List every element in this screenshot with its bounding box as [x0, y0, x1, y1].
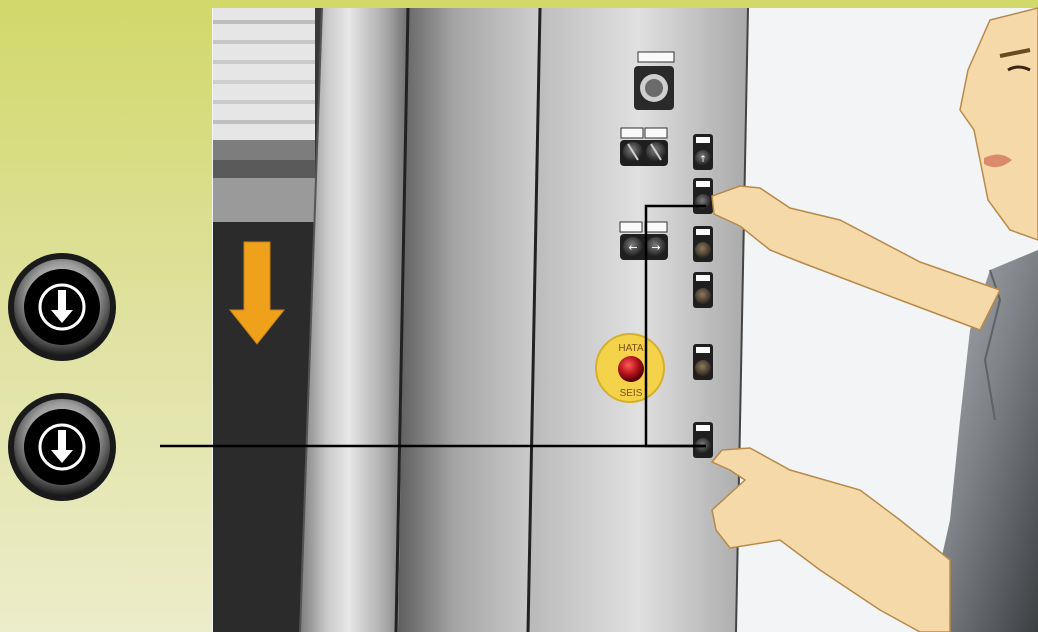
down-arrow-icon — [7, 392, 117, 502]
emergency-stop-label-bottom: SEIS — [620, 388, 643, 399]
svg-text:→: → — [651, 241, 660, 254]
emergency-stop-label-top: HATA — [618, 343, 644, 354]
emergency-stop-button: HATA SEIS — [596, 334, 664, 402]
svg-text:↑: ↑ — [699, 155, 707, 165]
control-panel-illustration: ← → ↑ — [160, 8, 1038, 632]
down-arrow-button-bottom[interactable] — [7, 392, 117, 502]
louver-vent — [213, 8, 315, 178]
down-arrow-icon — [7, 252, 117, 362]
down-arrow-button-top[interactable] — [7, 252, 117, 362]
svg-text:←: ← — [628, 241, 637, 254]
key-switch-icon — [634, 52, 674, 110]
